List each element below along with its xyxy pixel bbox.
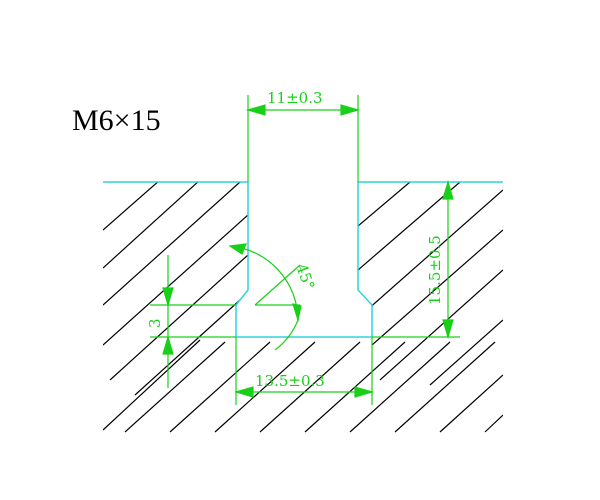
dim-bottom-width-label: 13.5±0.3 <box>255 372 325 390</box>
dim-top-width <box>245 95 361 182</box>
dim-bottom-width <box>233 337 375 405</box>
hatch-left <box>103 182 248 396</box>
slot-outline-left <box>103 181 503 338</box>
dim-depth-label: 15.5±0.5 <box>426 235 444 305</box>
dim-angle-label: 45° <box>292 261 318 292</box>
hatch-right <box>358 182 503 386</box>
dim-angle <box>228 243 302 351</box>
dim-depth <box>372 179 460 340</box>
dim-top-width-label: 11±0.3 <box>267 89 323 107</box>
dim-undercut <box>150 255 236 388</box>
drawing-title: M6×15 <box>72 104 161 137</box>
dim-undercut-label: 3 <box>146 318 164 328</box>
